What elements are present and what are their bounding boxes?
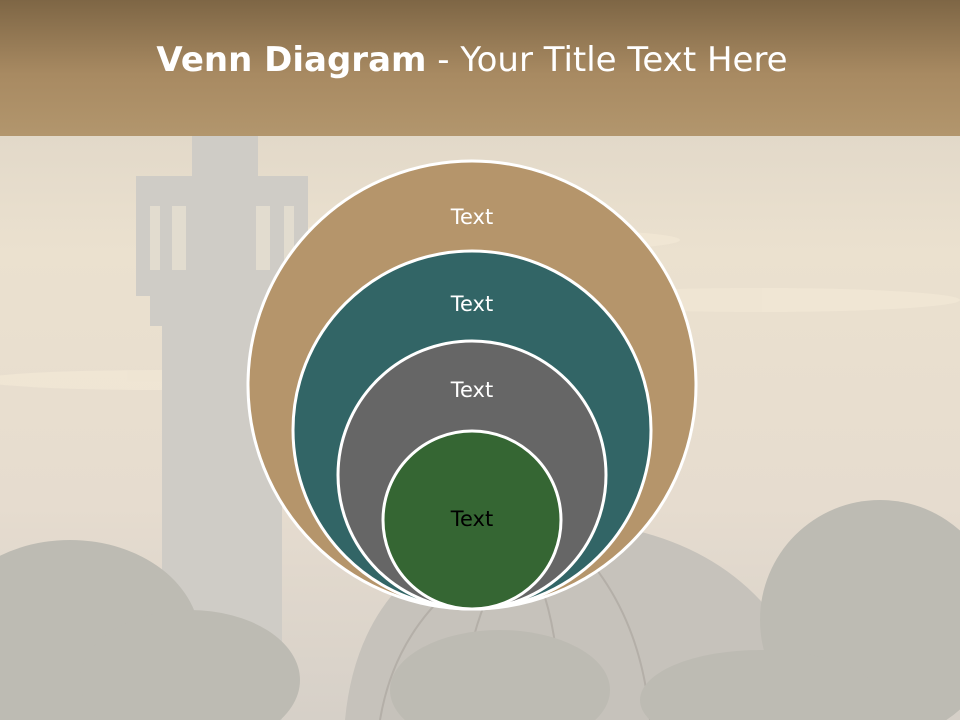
title-bold: Venn Diagram — [156, 40, 427, 80]
circle-4: Text — [381, 429, 563, 611]
circle-2-label: Text — [450, 292, 493, 316]
circle-1-label: Text — [450, 205, 493, 229]
circle-4-shape — [381, 429, 563, 611]
circle-4-label: Text — [450, 507, 493, 531]
circle-3-label: Text — [450, 378, 493, 402]
slide-title: Venn Diagram - Your Title Text Here — [0, 40, 944, 80]
slide-header — [0, 0, 960, 136]
title-rest: - Your Title Text Here — [426, 40, 788, 80]
